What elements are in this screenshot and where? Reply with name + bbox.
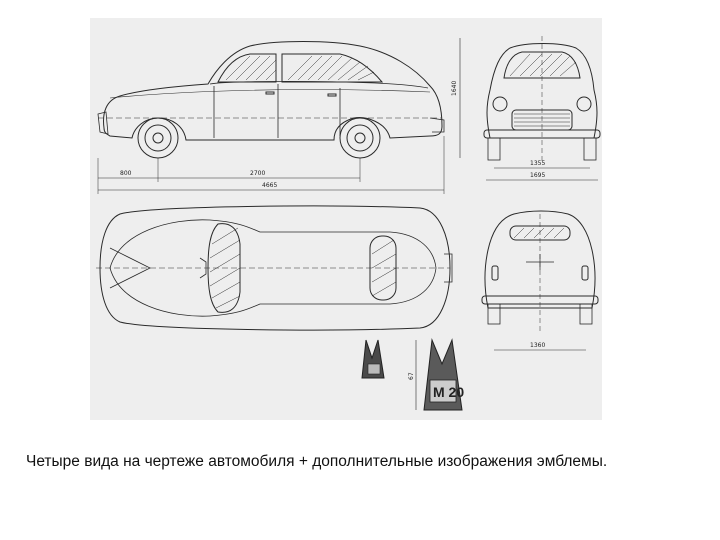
top-view	[96, 205, 453, 331]
figure-caption: Четыре вида на чертеже автомобиля + допо…	[26, 453, 608, 470]
side-view	[97, 38, 461, 194]
car-blueprint: 800 2700 4665 1640 1355 1695	[90, 18, 602, 420]
rear-view	[481, 210, 599, 351]
dim-overall-length: 4665	[262, 182, 277, 189]
emblem-small	[361, 339, 385, 379]
dim-front-overhang: 800	[120, 170, 132, 177]
emblem-text: M 20	[433, 384, 464, 400]
front-view	[483, 36, 601, 181]
dim-wheelbase: 2700	[250, 170, 265, 177]
dim-overall-width: 1695	[530, 172, 545, 179]
dim-rear-track: 1360	[530, 342, 545, 349]
emblem-large: M 20	[415, 338, 464, 411]
dim-emblem-height: 67	[408, 372, 415, 380]
dim-front-track: 1355	[530, 160, 545, 167]
dim-height: 1640	[451, 81, 458, 96]
